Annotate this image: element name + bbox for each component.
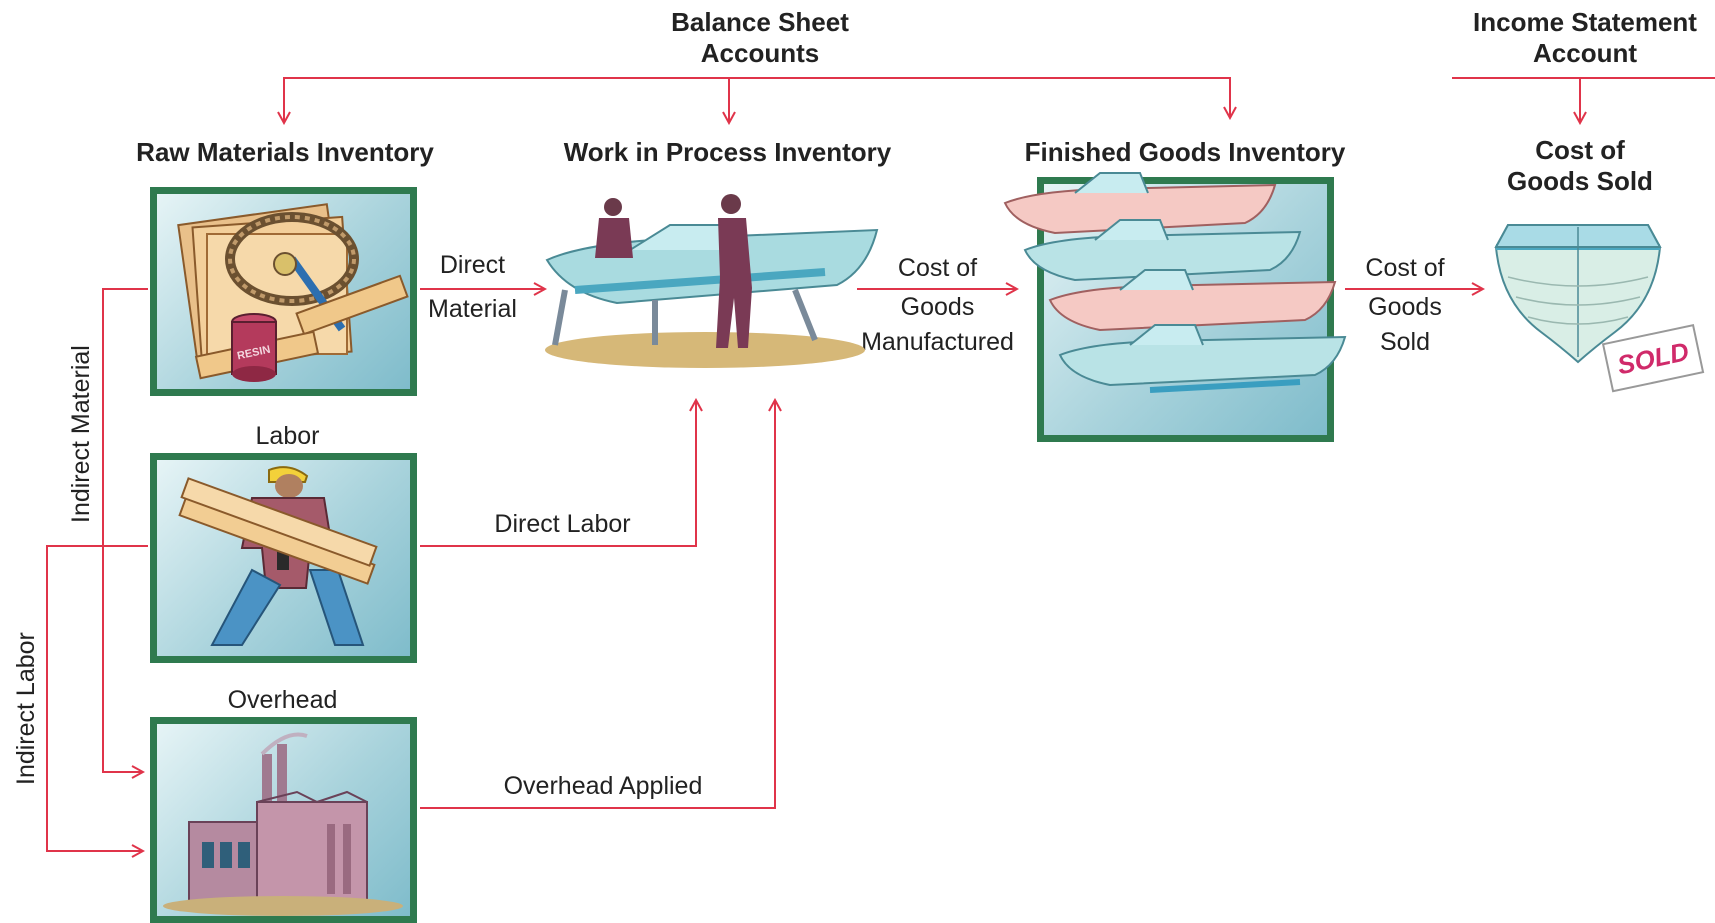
cogm-label-line2: Goods bbox=[900, 293, 975, 321]
direct-material-label-line1: Direct bbox=[439, 251, 506, 279]
labor-picture bbox=[150, 453, 417, 663]
cogm-label: Cost of Goods Manufactured bbox=[850, 246, 1025, 360]
income-statement-header-line2: Account bbox=[1533, 38, 1637, 68]
sold-sign-icon: SOLD bbox=[1601, 323, 1705, 393]
boat-icon bbox=[1023, 219, 1302, 282]
balance-sheet-header-line2: Accounts bbox=[700, 38, 820, 68]
cogs-picture: SOLD bbox=[1488, 222, 1715, 422]
income-statement-header: Income Statement Account bbox=[1455, 7, 1715, 69]
balance-sheet-header-line1: Balance Sheet bbox=[671, 7, 849, 37]
direct-material-label: Direct Material bbox=[415, 243, 530, 331]
work-in-process-picture bbox=[535, 190, 885, 370]
cogs-flow-label: Cost of Goods Sold bbox=[1335, 246, 1475, 360]
carried-planks-icon bbox=[178, 477, 378, 585]
finished-goods-title: Finished Goods Inventory bbox=[1024, 137, 1346, 167]
cogs-flow-label-line2: Goods bbox=[1368, 293, 1442, 321]
direct-material-label-line2: Material bbox=[428, 295, 517, 323]
raw-materials-picture: RESIN bbox=[150, 187, 417, 396]
paint-can-icon: RESIN bbox=[231, 313, 277, 382]
balance-sheet-header: Balance Sheet Accounts bbox=[610, 7, 910, 69]
boat-icon bbox=[1058, 324, 1347, 393]
overhead-applied-arrow bbox=[420, 400, 775, 809]
boat-icon bbox=[1048, 269, 1337, 332]
cogm-label-line3: Manufactured bbox=[861, 328, 1014, 356]
indirect-labor-line bbox=[46, 545, 148, 851]
indirect-material-line bbox=[102, 288, 148, 772]
overhead-picture bbox=[150, 717, 417, 923]
raw-materials-title: Raw Materials Inventory bbox=[136, 137, 434, 167]
factory-icon bbox=[163, 732, 403, 916]
sold-boat-icon bbox=[1494, 224, 1662, 364]
cogs-flow-label-line1: Cost of bbox=[1365, 254, 1445, 282]
cogs-title-line1: Cost of bbox=[1535, 135, 1625, 165]
boat-hull-icon bbox=[545, 224, 879, 368]
direct-labor-arrow bbox=[420, 400, 696, 547]
work-in-process-title: Work in Process Inventory bbox=[563, 137, 892, 167]
overhead-applied-label: Overhead Applied bbox=[503, 772, 703, 800]
boat-icon bbox=[1003, 172, 1277, 235]
indirect-labor-label: Indirect Labor bbox=[12, 632, 40, 785]
cogm-label-line1: Cost of bbox=[897, 254, 978, 282]
cogs-title-line2: Goods Sold bbox=[1507, 166, 1653, 196]
finished-boats-picture bbox=[1000, 165, 1355, 415]
indirect-material-label: Indirect Material bbox=[67, 345, 95, 523]
overhead-title: Overhead bbox=[227, 686, 338, 714]
income-statement-header-line1: Income Statement bbox=[1473, 7, 1697, 37]
workers-icon bbox=[595, 194, 752, 348]
cogs-flow-label-line3: Sold bbox=[1379, 328, 1431, 356]
labor-title: Labor bbox=[255, 422, 320, 450]
direct-labor-label: Direct Labor bbox=[494, 510, 631, 538]
balance-sheet-bracket bbox=[283, 77, 1230, 118]
cogs-title: Cost of Goods Sold bbox=[1480, 135, 1680, 197]
